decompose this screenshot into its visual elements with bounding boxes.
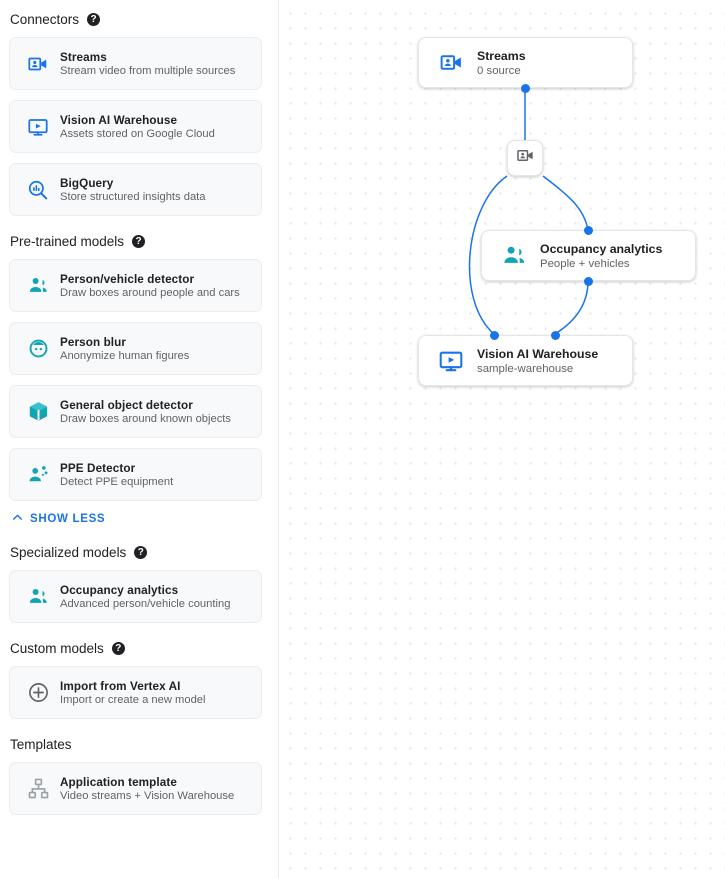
canvas-node-subtitle: People + vehicles <box>540 257 630 270</box>
sidebar-item-subtitle: Stream video from multiple sources <box>60 64 236 77</box>
people-icon <box>494 242 534 269</box>
face-blur-icon <box>20 337 56 360</box>
sidebar-item-subtitle: Store structured insights data <box>60 190 206 203</box>
sidebar-item-subtitle: Draw boxes around people and cars <box>60 286 240 299</box>
section-title: Specialized models <box>10 545 127 560</box>
sidebar-item-text: Streams Stream video from multiple sourc… <box>56 51 235 77</box>
sidebar-item-title: Vision AI Warehouse <box>60 113 178 127</box>
canvas-node-streams[interactable]: Streams 0 source <box>418 37 633 88</box>
people-icon <box>20 274 56 297</box>
sidebar-item-person-vehicle-detector[interactable]: Person/vehicle detector Draw boxes aroun… <box>9 259 262 312</box>
sidebar-item-subtitle: Video streams + Vision Warehouse <box>60 789 235 802</box>
canvas-node-title: Vision AI Warehouse <box>477 346 599 361</box>
sidebar-item-occupancy-analytics[interactable]: Occupancy analytics Advanced person/vehi… <box>9 570 262 623</box>
graph-canvas[interactable]: Streams 0 source <box>279 0 725 878</box>
plus-circle-icon <box>20 681 56 704</box>
section-title: Custom models <box>10 641 104 656</box>
graph-edges <box>468 88 589 335</box>
section-header-specialized-models: Specialized models ? <box>9 545 269 560</box>
canvas-node-vision-ai-warehouse[interactable]: Vision AI Warehouse sample-warehouse <box>418 335 633 386</box>
sidebar-item-text: General object detector Draw boxes aroun… <box>56 399 231 425</box>
sidebar-item-title: BigQuery <box>60 176 114 190</box>
show-less-button[interactable]: SHOW LESS <box>9 511 269 527</box>
sidebar-item-text: Person/vehicle detector Draw boxes aroun… <box>56 273 240 299</box>
edge-occupancy-to-warehouse <box>554 280 589 335</box>
edge-mini-to-warehouse <box>468 175 508 335</box>
video-camera-icon <box>431 50 471 75</box>
help-icon[interactable]: ? <box>134 546 148 559</box>
sidebar-item-streams[interactable]: Streams Stream video from multiple sourc… <box>9 37 262 90</box>
cube-icon <box>20 400 56 423</box>
port-warehouse-input-left[interactable] <box>490 330 499 340</box>
port-warehouse-input-right[interactable] <box>551 330 560 340</box>
sidebar-item-subtitle: Import or create a new model <box>60 693 206 706</box>
section-header-connectors: Connectors ? <box>9 12 269 27</box>
canvas-node-text: Occupancy analytics People + vehicles <box>534 242 662 270</box>
sidebar-item-title: Import from Vertex AI <box>60 679 181 693</box>
port-occupancy-output[interactable] <box>583 276 593 286</box>
video-camera-icon <box>20 53 56 75</box>
sidebar-item-title: Occupancy analytics <box>60 583 179 597</box>
show-less-label: SHOW LESS <box>30 513 106 525</box>
sidebar-item-title: General object detector <box>60 398 193 412</box>
edge-mini-to-occupancy <box>542 175 589 231</box>
sidebar-item-subtitle: Anonymize human figures <box>60 349 190 362</box>
component-sidebar: Connectors ? Streams Stream video from m… <box>0 0 279 878</box>
people-icon <box>20 585 56 608</box>
section-title: Pre-trained models <box>10 234 125 249</box>
canvas-node-text: Streams 0 source <box>471 49 526 77</box>
sidebar-item-general-object-detector[interactable]: General object detector Draw boxes aroun… <box>9 385 262 438</box>
sidebar-item-title: Streams <box>60 50 107 64</box>
sidebar-item-ppe-detector[interactable]: PPE Detector Detect PPE equipment <box>9 448 262 501</box>
canvas-node-title: Streams <box>477 48 526 63</box>
sidebar-item-text: Occupancy analytics Advanced person/vehi… <box>56 584 230 610</box>
account-tree-icon <box>20 777 56 800</box>
canvas-node-text: Vision AI Warehouse sample-warehouse <box>471 347 598 375</box>
video-camera-icon <box>516 146 535 170</box>
sidebar-item-application-template[interactable]: Application template Video streams + Vis… <box>9 762 262 815</box>
sidebar-item-subtitle: Detect PPE equipment <box>60 475 174 488</box>
sidebar-item-text: Vision AI Warehouse Assets stored on Goo… <box>56 114 215 140</box>
sidebar-item-text: PPE Detector Detect PPE equipment <box>56 462 173 488</box>
sidebar-item-title: Person/vehicle detector <box>60 272 195 286</box>
help-icon[interactable]: ? <box>111 642 125 655</box>
section-title: Connectors <box>10 12 80 27</box>
sidebar-item-text: Import from Vertex AI Import or create a… <box>56 680 206 706</box>
section-header-templates: Templates <box>9 737 269 752</box>
canvas-node-subtitle: 0 source <box>477 64 521 77</box>
sidebar-item-bigquery[interactable]: BigQuery Store structured insights data <box>9 163 262 216</box>
ppe-person-icon <box>20 463 56 486</box>
sidebar-item-title: Person blur <box>60 335 127 349</box>
sidebar-item-title: PPE Detector <box>60 461 136 475</box>
media-player-icon <box>431 348 471 374</box>
sidebar-item-subtitle: Draw boxes around known objects <box>60 412 232 425</box>
chevron-up-icon <box>11 511 24 527</box>
sidebar-item-vision-ai-warehouse[interactable]: Vision AI Warehouse Assets stored on Goo… <box>9 100 262 153</box>
help-icon[interactable]: ? <box>87 13 101 26</box>
help-icon[interactable]: ? <box>132 235 146 248</box>
section-header-custom-models: Custom models ? <box>9 641 269 656</box>
sidebar-item-text: Application template Video streams + Vis… <box>56 776 234 802</box>
section-title: Templates <box>10 737 72 752</box>
sidebar-item-subtitle: Assets stored on Google Cloud <box>60 127 215 140</box>
sidebar-item-title: Application template <box>60 775 177 789</box>
port-streams-output[interactable] <box>520 83 530 93</box>
sidebar-item-subtitle: Advanced person/vehicle counting <box>60 597 231 610</box>
port-occupancy-input[interactable] <box>583 225 593 235</box>
bigquery-icon <box>20 179 56 201</box>
sidebar-item-import-from-vertex-ai[interactable]: Import from Vertex AI Import or create a… <box>9 666 262 719</box>
sidebar-item-text: Person blur Anonymize human figures <box>56 336 189 362</box>
section-header-pre-trained-models: Pre-trained models ? <box>9 234 269 249</box>
sidebar-item-text: BigQuery Store structured insights data <box>56 177 206 203</box>
canvas-node-stream-mini[interactable] <box>507 140 543 176</box>
sidebar-item-person-blur[interactable]: Person blur Anonymize human figures <box>9 322 262 375</box>
media-player-icon <box>20 116 56 138</box>
canvas-node-subtitle: sample-warehouse <box>477 362 574 375</box>
canvas-node-occupancy-analytics[interactable]: Occupancy analytics People + vehicles <box>481 230 696 281</box>
canvas-node-title: Occupancy analytics <box>540 241 663 256</box>
